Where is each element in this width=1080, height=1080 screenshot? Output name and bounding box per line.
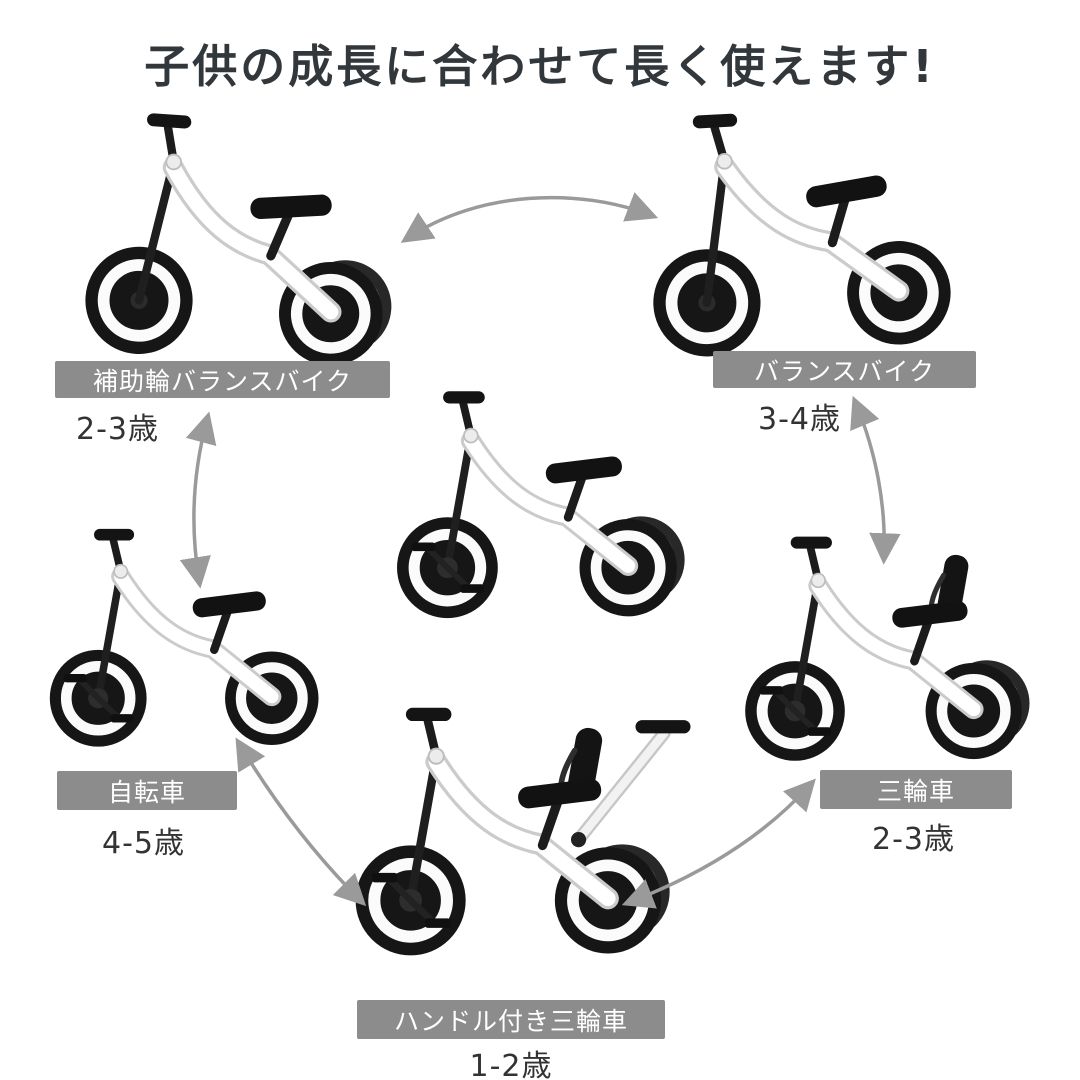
page-title: 子供の成長に合わせて長く使えます! [144,40,936,93]
bicycle-illustration [49,528,319,747]
age-range-tricycle: 2-3歳 [872,822,955,857]
bike-figure-push-tricycle [330,668,700,998]
bike-figure-center-tricycle [368,380,718,632]
age-range-push-tricycle: 1-2歳 [469,1049,553,1080]
age-range-bicycle: 4-5歳 [102,826,185,861]
push-handle-tricycle-illustration [355,707,691,956]
bike-figure-balance [608,88,1002,376]
tricycle-with-backrest-illustration [745,536,1030,761]
stage-label-push-tricycle: ハンドル付き三輪車 [357,1000,665,1039]
bike-figure-tricycle [722,524,1057,776]
stage-label-balance: バランスバイク [713,351,976,388]
bike-figure-bicycle [25,518,355,760]
balance-bike-illustration [653,113,951,357]
age-range-training-balance: 2-3歳 [76,412,159,447]
bike-figure-training-balance [46,95,444,389]
stage-label-training-balance: 補助輪バランスバイク [55,361,390,398]
stage-label-tricycle: 三輪車 [820,770,1012,809]
training-wheel-balance-bike-illustration [85,113,392,366]
age-range-balance: 3-4歳 [758,402,841,437]
tricycle-main-illustration [397,391,685,619]
stage-label-bicycle: 自転車 [57,771,237,810]
